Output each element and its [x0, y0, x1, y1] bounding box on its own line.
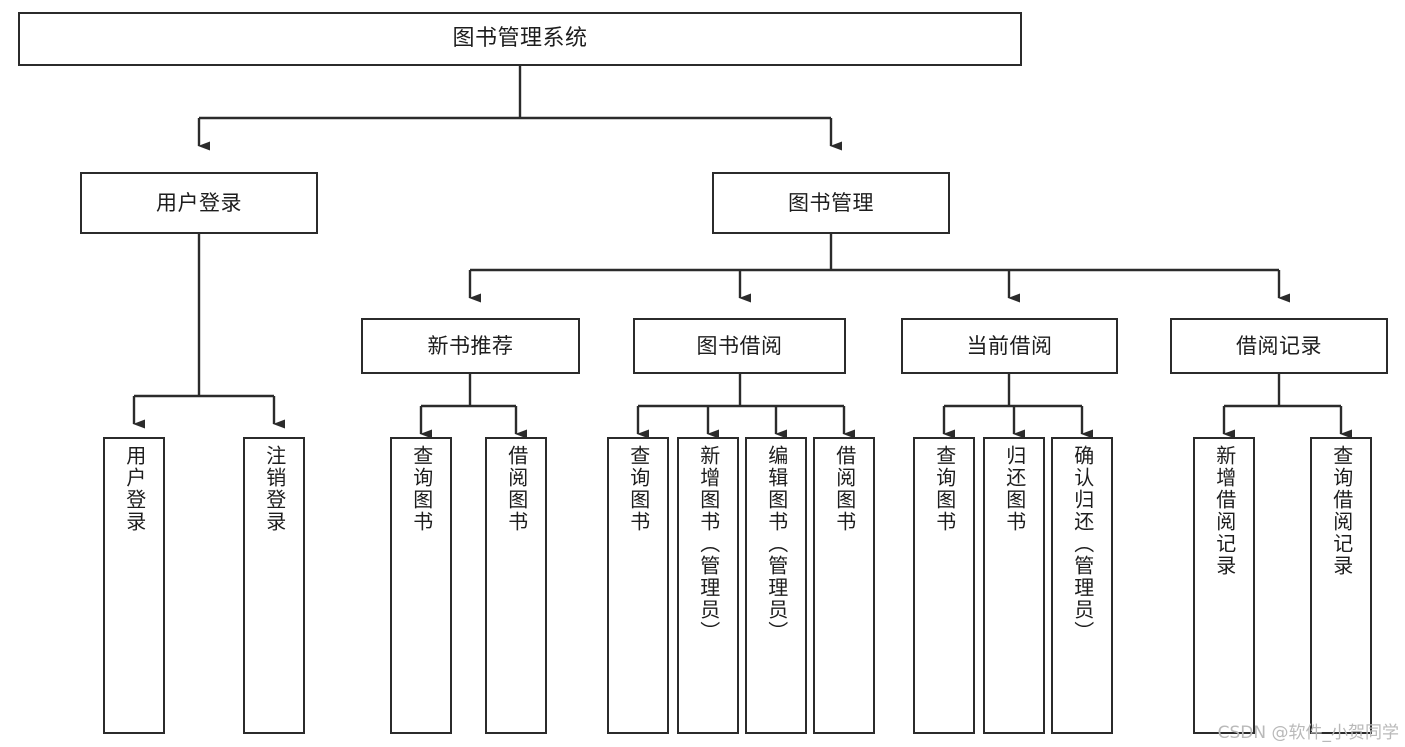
node-level1-图书管理-1[interactable]: 图书管理	[712, 172, 950, 234]
node-label: 用户登录	[156, 190, 242, 215]
node-leaf-借阅图书-7[interactable]: 借阅图书	[813, 437, 875, 734]
node-label: 查询图书	[626, 445, 651, 533]
node-label: 查询图书	[932, 445, 957, 533]
node-label: 确认归还（管理员）	[1070, 445, 1095, 643]
node-label: 新书推荐	[427, 333, 514, 358]
node-label: 查询图书	[409, 445, 434, 533]
node-level2-图书借阅-1[interactable]: 图书借阅	[633, 318, 846, 374]
node-leaf-查询图书-4[interactable]: 查询图书	[607, 437, 669, 734]
node-leaf-编辑图书管理员-6[interactable]: 编辑图书（管理员）	[745, 437, 807, 734]
node-level1-用户登录-0[interactable]: 用户登录	[80, 172, 318, 234]
node-label: 当前借阅	[966, 333, 1053, 358]
node-leaf-新增借阅记录-11[interactable]: 新增借阅记录	[1193, 437, 1255, 734]
node-label: 图书借阅	[696, 333, 783, 358]
node-label: 借阅记录	[1236, 333, 1322, 358]
node-root-图书管理系统-0[interactable]: 图书管理系统	[18, 12, 1022, 66]
node-level2-当前借阅-2[interactable]: 当前借阅	[901, 318, 1118, 374]
node-leaf-借阅图书-3[interactable]: 借阅图书	[485, 437, 547, 734]
node-label: 借阅图书	[832, 445, 857, 533]
node-leaf-新增图书管理员-5[interactable]: 新增图书（管理员）	[677, 437, 739, 734]
node-label: 归还图书	[1002, 445, 1027, 533]
node-level2-借阅记录-3[interactable]: 借阅记录	[1170, 318, 1388, 374]
node-label: 借阅图书	[504, 445, 529, 533]
node-leaf-归还图书-9[interactable]: 归还图书	[983, 437, 1045, 734]
node-leaf-查询图书-8[interactable]: 查询图书	[913, 437, 975, 734]
watermark-text: CSDN @软件_小贺同学	[1217, 723, 1399, 743]
node-label: 新增图书（管理员）	[696, 445, 721, 643]
node-label: 图书管理	[788, 190, 874, 215]
node-label: 查询借阅记录	[1329, 445, 1354, 577]
node-leaf-用户登录-0[interactable]: 用户登录	[103, 437, 165, 734]
node-level2-新书推荐-0[interactable]: 新书推荐	[361, 318, 580, 374]
node-leaf-查询借阅记录-12[interactable]: 查询借阅记录	[1310, 437, 1372, 734]
node-leaf-查询图书-2[interactable]: 查询图书	[390, 437, 452, 734]
node-leaf-确认归还管理员-10[interactable]: 确认归还（管理员）	[1051, 437, 1113, 734]
node-label: 注销登录	[262, 445, 287, 533]
node-label: 新增借阅记录	[1212, 445, 1237, 577]
node-label: 用户登录	[122, 445, 147, 533]
node-label: 编辑图书（管理员）	[764, 445, 789, 643]
node-leaf-注销登录-1[interactable]: 注销登录	[243, 437, 305, 734]
node-label: 图书管理系统	[452, 26, 588, 52]
